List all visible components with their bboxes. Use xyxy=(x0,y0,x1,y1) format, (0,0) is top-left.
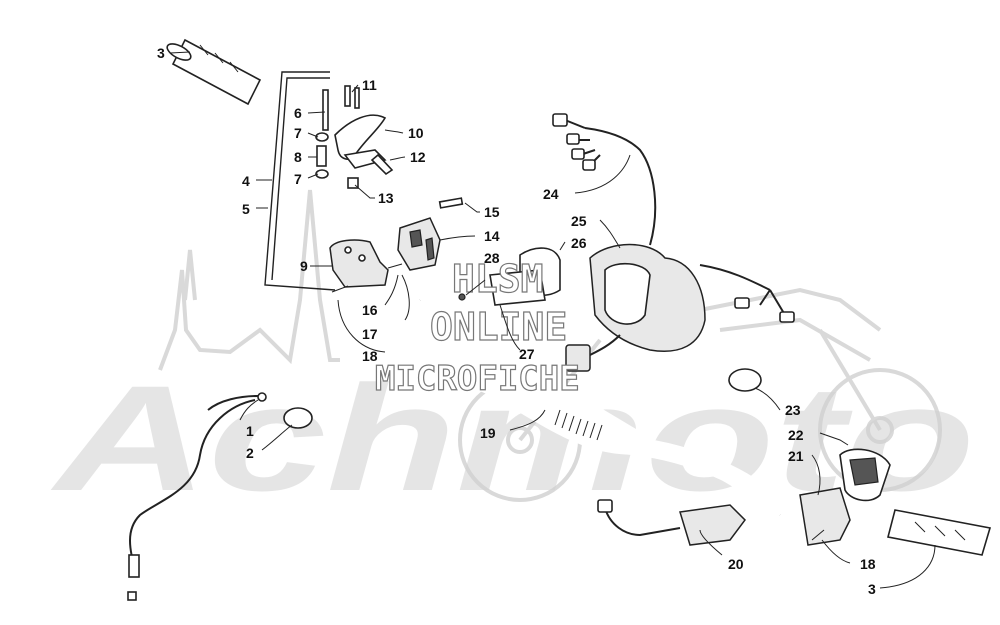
callout-1: 1 xyxy=(246,423,254,439)
watermark-line3: MICROFICHE xyxy=(375,359,580,399)
left-grip xyxy=(166,38,262,106)
callout-27: 27 xyxy=(519,346,535,362)
bracket-inner xyxy=(271,77,330,281)
callout-22: 22 xyxy=(788,427,804,443)
wiring-harness xyxy=(552,113,795,372)
right-grip xyxy=(887,509,992,556)
callout-5: 5 xyxy=(242,201,250,217)
callouts: 3 11 6 7 10 8 12 7 4 13 5 15 14 28 9 16 … xyxy=(157,45,876,597)
handlebar-knurl xyxy=(554,409,603,441)
callout-10: 10 xyxy=(408,125,424,141)
bracket-4-5 xyxy=(264,71,336,291)
callout-28: 28 xyxy=(484,250,500,266)
callout-11: 11 xyxy=(362,77,377,93)
callout-18a: 18 xyxy=(362,348,378,364)
callout-19: 19 xyxy=(480,425,496,441)
callout-25: 25 xyxy=(571,213,587,229)
callout-4: 4 xyxy=(242,173,250,189)
leader-lines xyxy=(169,51,936,589)
callout-15: 15 xyxy=(484,204,500,220)
callout-2: 2 xyxy=(246,445,254,461)
callout-6: 6 xyxy=(294,105,302,121)
callout-13: 13 xyxy=(378,190,394,206)
watermark-line2: ONLINE xyxy=(430,305,567,349)
brake-lever-assembly xyxy=(315,85,394,189)
callout-7b: 7 xyxy=(294,171,302,187)
throttle-housing xyxy=(329,197,464,293)
callout-12: 12 xyxy=(410,149,426,165)
callout-14: 14 xyxy=(484,228,500,244)
heater-element xyxy=(597,499,746,546)
callout-26: 26 xyxy=(571,235,587,251)
throttle-cable xyxy=(127,392,313,601)
callout-9: 9 xyxy=(300,258,308,274)
right-housing xyxy=(458,243,706,352)
callout-16: 16 xyxy=(362,302,378,318)
callout-17: 17 xyxy=(362,326,378,342)
callout-23: 23 xyxy=(785,402,801,418)
callout-18b: 18 xyxy=(860,556,876,572)
right-switch-housing xyxy=(799,448,891,546)
callout-8: 8 xyxy=(294,149,302,165)
callout-21: 21 xyxy=(788,448,804,464)
callout-3-top: 3 xyxy=(157,45,165,61)
callout-7a: 7 xyxy=(294,125,302,141)
handlebar xyxy=(415,287,789,520)
callout-3-bottom: 3 xyxy=(868,581,876,597)
clip-23 xyxy=(728,368,762,392)
callout-20: 20 xyxy=(728,556,744,572)
callout-24: 24 xyxy=(543,186,559,202)
